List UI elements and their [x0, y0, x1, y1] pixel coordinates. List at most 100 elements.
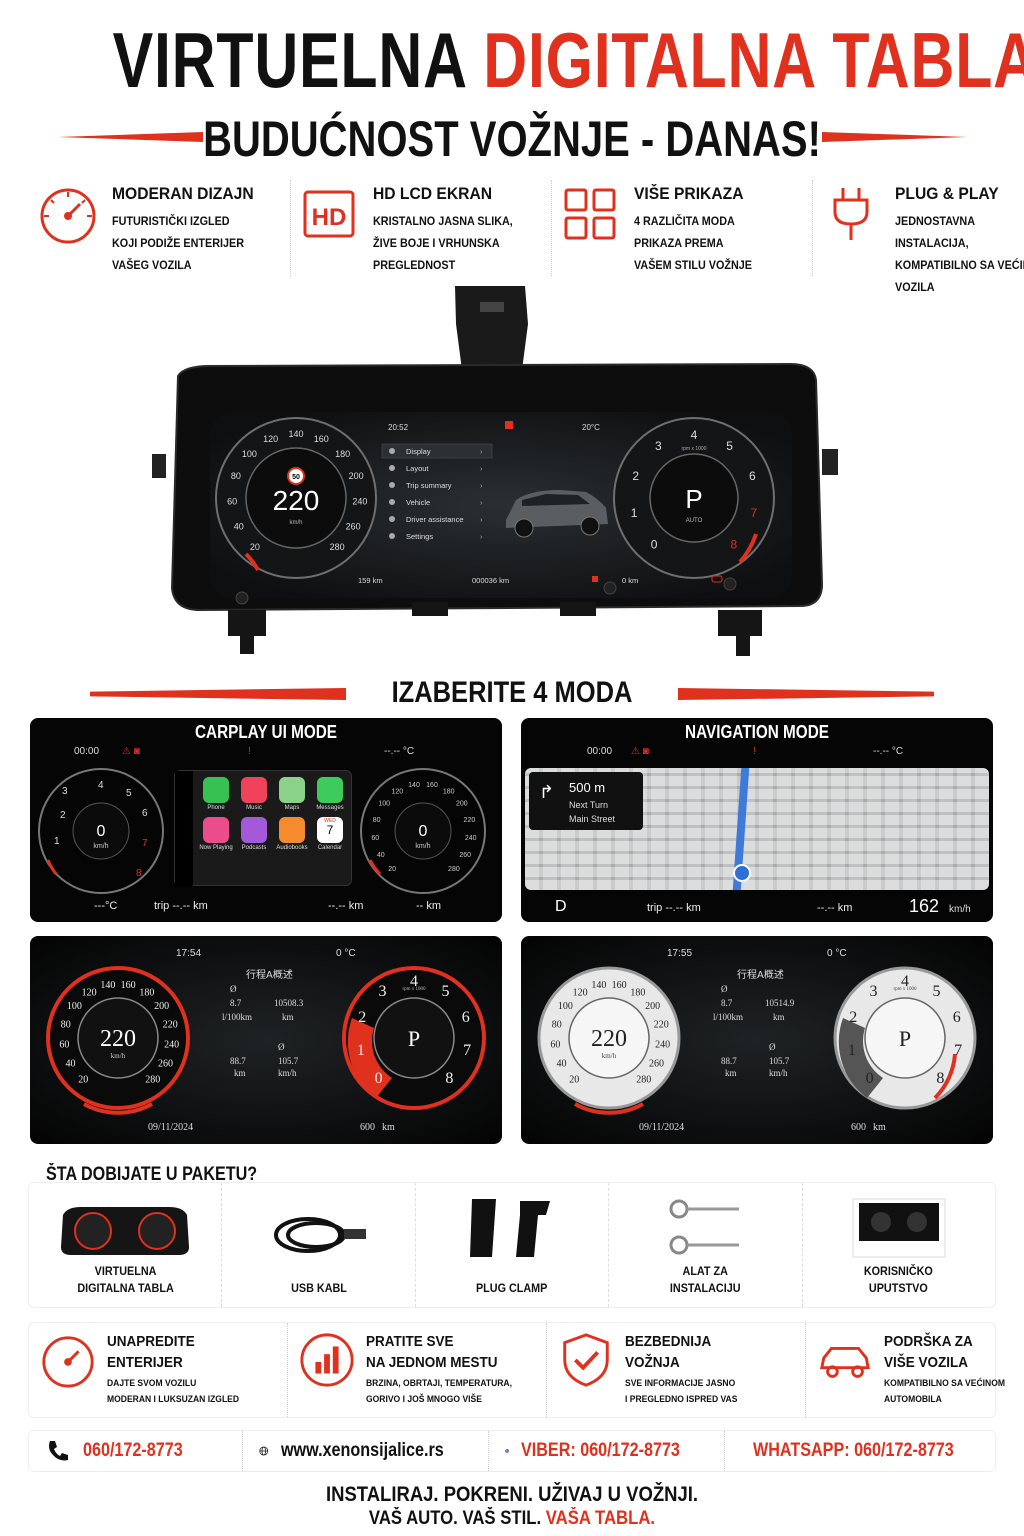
app-music[interactable]: Music: [235, 777, 273, 811]
benefit-title: PODRŠKA ZA VIŠE VOZILA: [884, 1333, 973, 1371]
gauge-tick-label: 2: [632, 469, 639, 483]
svg-text:›: ›: [480, 464, 483, 473]
benefit-text: DAJTE SVOM VOZILU MODERAN I LUKSUZAN IZG…: [107, 1378, 240, 1405]
stat-unit: l/100km: [222, 1012, 253, 1022]
car-image: [506, 490, 608, 538]
feature-text: FUTURISTIČKI IZGLED KOJI PODIŽE ENTERIJE…: [112, 214, 245, 272]
carplay-temp: --.-- °C: [384, 746, 415, 757]
footer-tagline-black: VAŠ AUTO. VAŠ STIL.: [368, 1508, 542, 1529]
carplay-time: 00:00: [74, 746, 100, 757]
feature-modern-design: MODERAN DIZAJN FUTURISTIČKI IZGLED KOJI …: [30, 180, 291, 276]
hero-rpm-unit: rpm x 1000: [681, 446, 706, 452]
gauge-tick-label: 6: [953, 1009, 961, 1026]
footer-slogan: INSTALIRAJ. POKRENI. UŽIVAJ U VOŽNJI.: [325, 1483, 699, 1506]
website-link[interactable]: www.xenonsijalice.rs: [280, 1440, 444, 1461]
stat-unit: km: [282, 1012, 294, 1022]
classic-date: 09/11/2024: [639, 1122, 685, 1133]
package-item-removal-tool: ALAT ZA INSTALACIJU: [609, 1183, 803, 1307]
gauge-tick-label: 4: [410, 973, 418, 990]
gauge-tick-label: 0: [866, 1070, 874, 1087]
benefit-text: SVE INFORMACIJE JASNO I PREGLEDNO ISPRED…: [625, 1378, 738, 1405]
carplay-dock: [175, 771, 193, 887]
gauge-tick-label: 260: [158, 1059, 173, 1070]
gauge-tick-label: 140: [591, 980, 606, 991]
nav-trip: trip --.-- km: [647, 902, 701, 914]
package-item-clamp: PLUG CLAMP: [416, 1183, 610, 1307]
main-title-black: VIRTUELNA: [112, 16, 466, 104]
nav-temp: --.-- °C: [873, 746, 904, 757]
app-audiobooks[interactable]: Audiobooks: [273, 817, 311, 851]
app-maps[interactable]: Maps: [273, 777, 311, 811]
svg-text:›: ›: [480, 515, 483, 524]
gauge-tick-label: 7: [751, 506, 758, 520]
contact-viber[interactable]: VIBER: 060/172-8773: [489, 1431, 725, 1471]
contact-whatsapp[interactable]: WHATSAPP: 060/172-8773: [725, 1431, 995, 1471]
benefit-vehicles: PODRŠKA ZA VIŠE VOZILA KOMPATIBILNO SA V…: [806, 1323, 1024, 1417]
gauge-tick-label: 8: [445, 1070, 453, 1087]
svg-text:›: ›: [480, 532, 483, 541]
panel-title: CARPLAY UI MODE: [195, 722, 337, 742]
stat-unit: km: [234, 1068, 246, 1078]
sport-temp: 0 °C: [336, 948, 356, 959]
classic-rpm-unit: rpm x 1000: [893, 987, 917, 992]
seatbelt-icon: ⚠ ◙: [122, 746, 140, 757]
warning-icon: !: [248, 746, 251, 757]
svg-text:5: 5: [126, 788, 132, 799]
navigation-mode-panel: NAVIGATION MODE 00:00 ⚠ ◙ ! --.-- °C ↱ 5…: [521, 718, 993, 922]
gauge-tick-label: 7: [463, 1042, 471, 1059]
hero-range: 159 km: [358, 576, 383, 585]
classic-speed-unit: km/h: [602, 1052, 617, 1060]
gauge-tick-label: 40: [66, 1059, 76, 1070]
turn-street: Main Street: [569, 814, 616, 824]
contact-phone[interactable]: 060/172-8773: [29, 1431, 243, 1471]
phone-icon: [49, 1441, 68, 1461]
phone-number[interactable]: 060/172-8773: [83, 1440, 183, 1461]
package-item-label: USB KABL: [290, 1281, 347, 1295]
car-icon: [820, 1346, 870, 1378]
hd-badge-text: HD: [312, 204, 347, 231]
shield-check-icon: [563, 1333, 609, 1387]
mounting-bracket: [455, 286, 528, 370]
whatsapp-number[interactable]: WHATSAPP: 060/172-8773: [753, 1440, 954, 1461]
footer-tagline: VAŠ AUTO. VAŠ STIL. VAŠA TABLA.: [61, 1508, 962, 1530]
hero-instrument-cluster: 20:52 20°C 20406080100120140160180200240…: [152, 286, 838, 656]
svg-text:7: 7: [142, 838, 148, 849]
app-phone[interactable]: Phone: [197, 777, 235, 811]
hero-odometer: 000036 km: [472, 576, 509, 585]
gauge-tick-label: 1: [631, 506, 638, 520]
calendar-date: 7: [326, 823, 334, 837]
gauge-tick-label: 1: [357, 1042, 365, 1059]
gauge-tick-label: 280: [145, 1074, 160, 1085]
app-messages[interactable]: Messages: [311, 777, 349, 811]
navigation-map[interactable]: ↱ 500 m Next Turn Main Street: [525, 768, 989, 890]
classic-temp: 0 °C: [827, 948, 847, 959]
app-now-playing[interactable]: Now Playing: [197, 817, 235, 851]
calendar-day: WED: [324, 818, 336, 824]
subtitle: BUDUĆNOST VOŽNJE - DANAS!: [203, 111, 821, 167]
gauge-tick-label: 40: [234, 522, 244, 532]
package-item-label: VIRTUELNA DIGITALNA TABLA: [77, 1264, 174, 1295]
gauge-tick-label: 160: [612, 980, 627, 991]
contact-website[interactable]: www.xenonsijalice.rs: [243, 1431, 489, 1471]
nav-speed: 162: [909, 896, 940, 916]
viber-number[interactable]: VIBER: 060/172-8773: [521, 1440, 680, 1461]
nav-speed-unit: km/h: [949, 904, 971, 915]
gauge-tick-label: 180: [139, 987, 154, 998]
gauge-tick-label: 20: [250, 542, 260, 552]
stat-value: 88.7: [230, 1056, 246, 1066]
gauge-tick-label: 200: [349, 471, 364, 481]
gauge-tick-label: 60: [550, 1040, 560, 1051]
turn-right-icon: ↱: [539, 782, 555, 802]
gauge-tick-label: 0: [651, 538, 658, 552]
car-status-icon: [711, 575, 723, 583]
gauge-tick-label: 140: [288, 429, 303, 439]
app-podcasts[interactable]: Podcasts: [235, 817, 273, 851]
feature-text: 4 RAZLIČITA MODA PRIKAZA PREMA VAŠEM STI…: [634, 214, 753, 272]
sport-trip-heading: 行程A概述: [246, 970, 293, 981]
gauge-tick-label: 120: [573, 987, 588, 998]
carplay-screen[interactable]: Phone Music Maps Messages Now Playing Po…: [174, 770, 352, 887]
